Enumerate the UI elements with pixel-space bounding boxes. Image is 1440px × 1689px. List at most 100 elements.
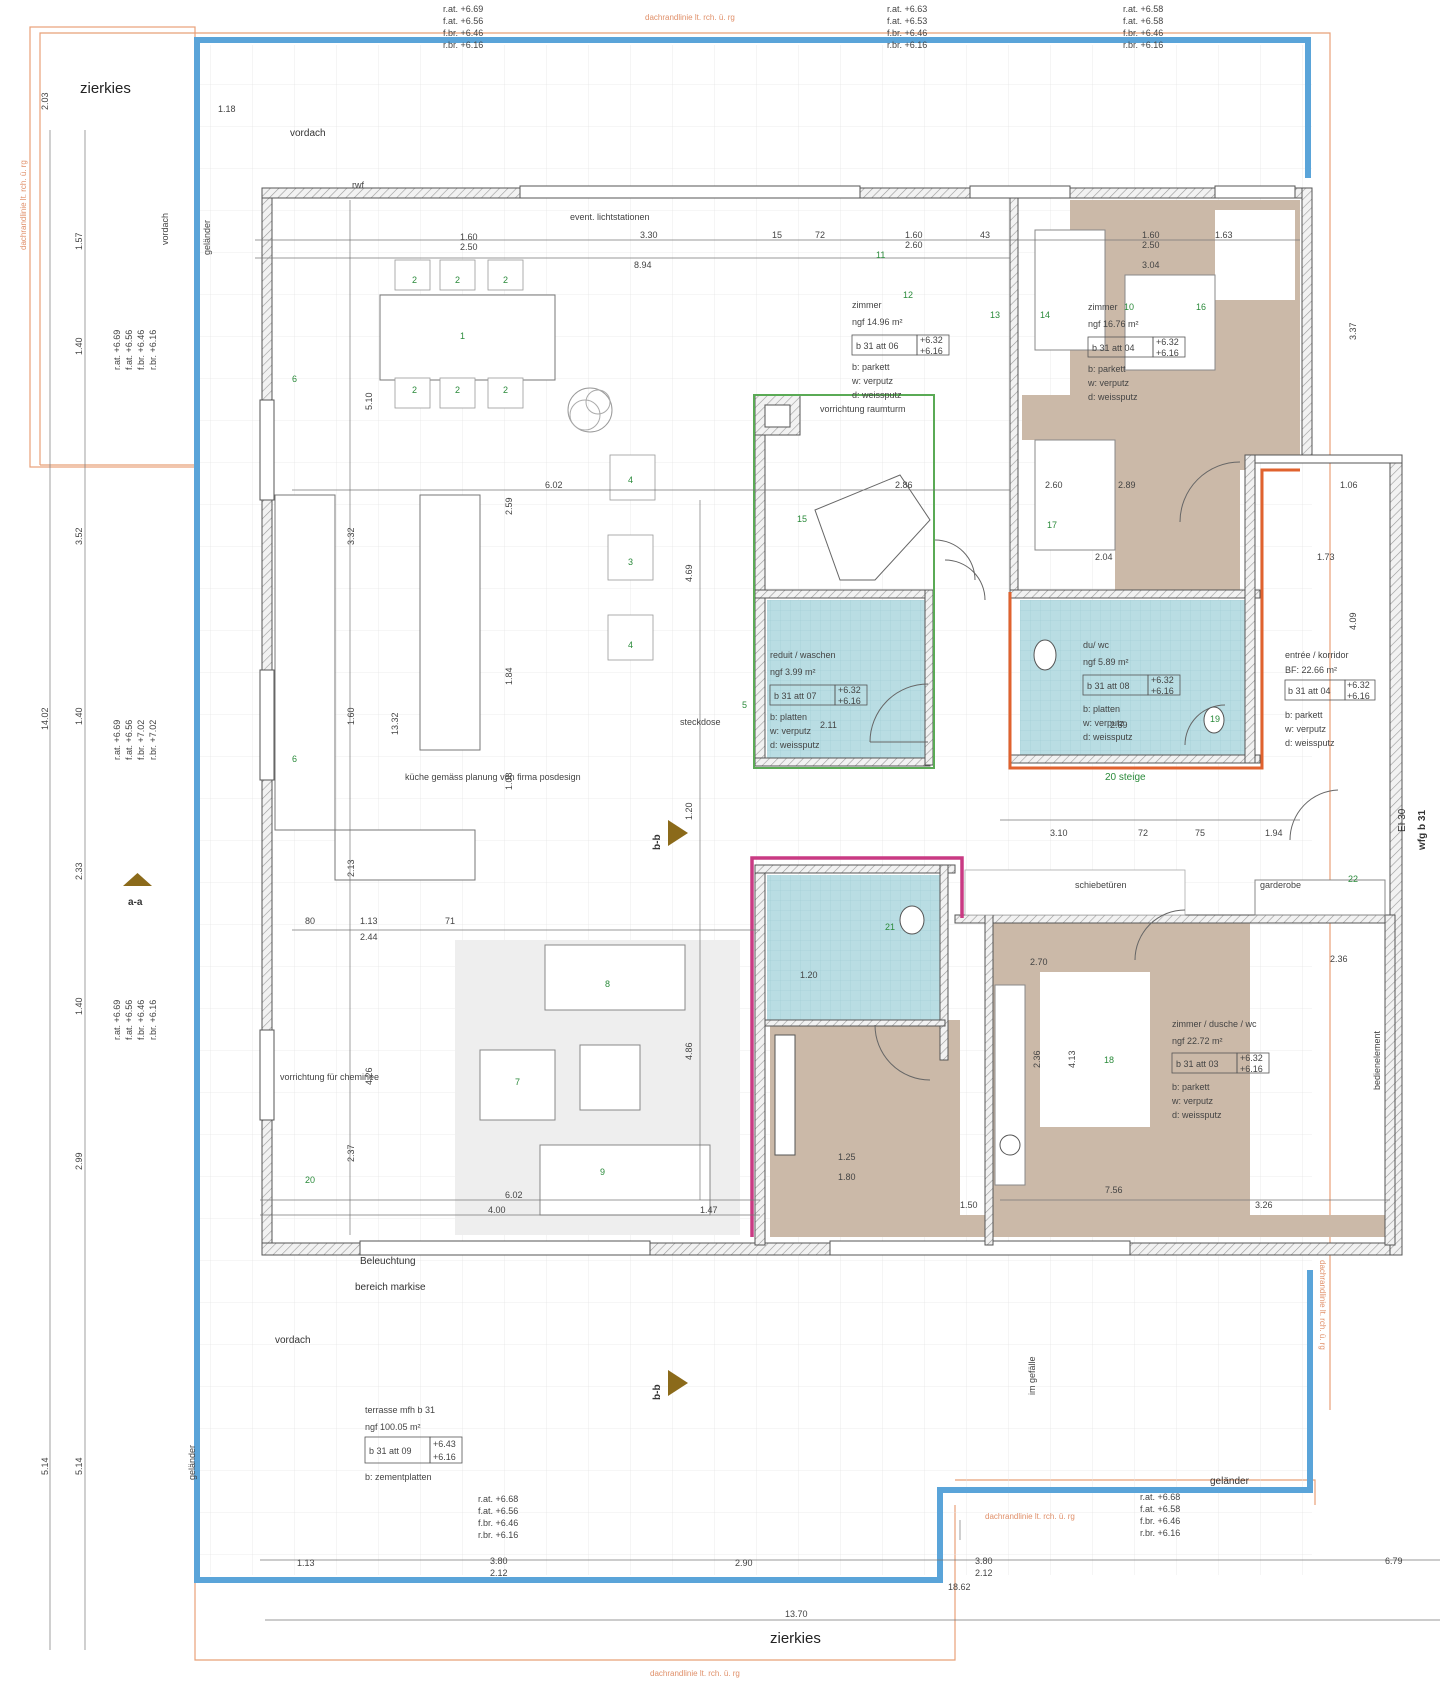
svg-text:1.06: 1.06 — [1340, 480, 1358, 490]
svg-text:8.94: 8.94 — [634, 260, 652, 270]
svg-text:f.at. +6.56: f.at. +6.56 — [478, 1506, 518, 1516]
svg-text:3.52: 3.52 — [74, 527, 84, 545]
svg-text:d: weissputz: d: weissputz — [1172, 1110, 1222, 1120]
svg-text:+6.16: +6.16 — [920, 346, 943, 356]
svg-text:2.12: 2.12 — [975, 1568, 993, 1578]
svg-text:r.br. +6.16: r.br. +6.16 — [148, 1000, 158, 1040]
svg-text:+6.32: +6.32 — [1347, 680, 1370, 690]
svg-text:b 31 att 06: b 31 att 06 — [856, 341, 899, 351]
plan-labels: zierkies zierkies vordach vordach geländ… — [19, 4, 1428, 1678]
svg-text:+6.16: +6.16 — [1151, 686, 1174, 696]
svg-text:2.70: 2.70 — [1030, 957, 1048, 967]
svg-text:1.18: 1.18 — [218, 104, 236, 114]
svg-text:2.90: 2.90 — [735, 1558, 753, 1568]
svg-text:b: platten: b: platten — [770, 712, 807, 722]
svg-text:1.20: 1.20 — [684, 802, 694, 820]
svg-text:10: 10 — [1124, 302, 1134, 312]
svg-text:reduit / waschen: reduit / waschen — [770, 650, 836, 660]
svg-text:2.12: 2.12 — [490, 1568, 508, 1578]
svg-text:r.at. +6.68: r.at. +6.68 — [478, 1494, 518, 1504]
svg-text:2.44: 2.44 — [360, 932, 378, 942]
svg-text:1.20: 1.20 — [800, 970, 818, 980]
roof-line-left: dachrandlinie lt. rch. ü. rg — [19, 160, 28, 250]
svg-text:2: 2 — [412, 275, 417, 285]
svg-text:ngf 22.72 m²: ngf 22.72 m² — [1172, 1036, 1223, 1046]
svg-text:1.40: 1.40 — [74, 337, 84, 355]
svg-text:75: 75 — [1195, 828, 1205, 838]
svg-text:1.25: 1.25 — [838, 1152, 856, 1162]
roof-line-bottom: dachrandlinie lt. rch. ü. rg — [650, 1669, 740, 1678]
svg-text:13.32: 13.32 — [390, 712, 400, 735]
svg-text:r.br. +6.16: r.br. +6.16 — [478, 1530, 518, 1540]
svg-text:r.at. +6.63: r.at. +6.63 — [887, 4, 927, 14]
svg-text:16: 16 — [1196, 302, 1206, 312]
svg-text:1.50: 1.50 — [960, 1200, 978, 1210]
svg-text:r.br. +6.16: r.br. +6.16 — [148, 330, 158, 370]
svg-text:15: 15 — [772, 230, 782, 240]
svg-text:3.37: 3.37 — [1348, 322, 1358, 340]
level-note-bottom-mid: r.at. +6.68 f.at. +6.56 f.br. +6.46 r.br… — [478, 1494, 518, 1540]
svg-text:zimmer: zimmer — [852, 300, 882, 310]
room-stamp-zimmer2: zimmer ngf 16.76 m² b 31 att 04 +6.32 +6… — [1087, 302, 1186, 402]
svg-text:13.70: 13.70 — [785, 1609, 808, 1619]
svg-text:f.at. +6.56: f.at. +6.56 — [124, 1000, 134, 1040]
roof-line-right: dachrandlinie lt. rch. ü. rg — [1318, 1260, 1327, 1350]
svg-text:1.40: 1.40 — [74, 707, 84, 725]
svg-text:3.04: 3.04 — [1142, 260, 1160, 270]
svg-text:1.63: 1.63 — [1215, 230, 1233, 240]
svg-text:1.80: 1.80 — [838, 1172, 856, 1182]
vordach-left: vordach — [160, 213, 170, 245]
svg-text:d: weissputz: d: weissputz — [1285, 738, 1335, 748]
svg-text:5.14: 5.14 — [74, 1457, 84, 1475]
svg-text:2.89: 2.89 — [1118, 480, 1136, 490]
svg-text:12: 12 — [903, 290, 913, 300]
roof-line-top: dachrandlinie lt. rch. ü. rg — [645, 13, 735, 22]
svg-text:+6.32: +6.32 — [1240, 1053, 1263, 1063]
svg-text:+6.16: +6.16 — [838, 696, 861, 706]
kueche-note: küche gemäss planung von firma posdesign — [405, 772, 581, 782]
svg-text:4.26: 4.26 — [364, 1067, 374, 1085]
svg-text:ngf 16.76 m²: ngf 16.76 m² — [1088, 319, 1139, 329]
svg-text:ngf 5.89 m²: ngf 5.89 m² — [1083, 657, 1129, 667]
svg-text:d: weissputz: d: weissputz — [1088, 392, 1138, 402]
vordach-label-bottom: vordach — [275, 1335, 311, 1346]
svg-text:6: 6 — [292, 374, 297, 384]
svg-text:ngf 14.96 m²: ngf 14.96 m² — [852, 317, 903, 327]
terrace-outline — [194, 37, 1313, 1583]
svg-text:4.86: 4.86 — [684, 1042, 694, 1060]
beleuchtung-label: Beleuchtung — [360, 1256, 416, 1267]
svg-text:3.80: 3.80 — [975, 1556, 993, 1566]
svg-text:entrée / korridor: entrée / korridor — [1285, 650, 1349, 660]
svg-text:2.86: 2.86 — [895, 480, 913, 490]
dimension-texts-inner: 5.10 3.32 2.59 4.69 6.02 1.84 1.08 1.20 … — [305, 322, 1358, 1215]
svg-text:2.03: 2.03 — [40, 92, 50, 110]
svg-text:7.56: 7.56 — [1105, 1185, 1123, 1195]
svg-text:20: 20 — [305, 1175, 315, 1185]
gefaelle-label: im gefälle — [1027, 1356, 1037, 1395]
svg-text:21: 21 — [885, 922, 895, 932]
svg-text:80: 80 — [305, 916, 315, 926]
svg-text:f.br. +6.46: f.br. +6.46 — [136, 330, 146, 370]
svg-text:3.32: 3.32 — [346, 527, 356, 545]
svg-text:w: verputz: w: verputz — [1087, 378, 1130, 388]
section-b-top: b-b — [652, 834, 663, 850]
svg-text:f.at. +6.53: f.at. +6.53 — [887, 16, 927, 26]
svg-text:19: 19 — [1210, 714, 1220, 724]
svg-text:f.at. +6.56: f.at. +6.56 — [443, 16, 483, 26]
section-a: a-a — [128, 897, 143, 908]
svg-text:1.08: 1.08 — [504, 772, 514, 790]
dimension-texts-top: 1.18 1.60 3.30 15 72 1.60 43 1.60 1.63 8… — [218, 104, 1233, 270]
svg-text:r.br. +6.16: r.br. +6.16 — [443, 40, 483, 50]
lichtstationen-label: event. lichtstationen — [570, 212, 650, 222]
furniture-numbers: 1 2 2 2 2 2 2 3 4 4 5 6 6 7 8 9 10 11 12… — [292, 250, 1358, 1185]
schiebetuer-label: schiebetüren — [1075, 880, 1127, 890]
svg-text:b 31 att 04: b 31 att 04 — [1288, 686, 1331, 696]
svg-text:f.br. +6.46: f.br. +6.46 — [1123, 28, 1163, 38]
svg-text:r.br. +6.16: r.br. +6.16 — [1123, 40, 1163, 50]
svg-text:+6.16: +6.16 — [433, 1452, 456, 1462]
svg-text:r.br. +6.16: r.br. +6.16 — [1140, 1528, 1180, 1538]
svg-text:1.60: 1.60 — [460, 232, 478, 242]
svg-text:1.47: 1.47 — [700, 1205, 718, 1215]
svg-text:f.br. +6.46: f.br. +6.46 — [478, 1518, 518, 1528]
